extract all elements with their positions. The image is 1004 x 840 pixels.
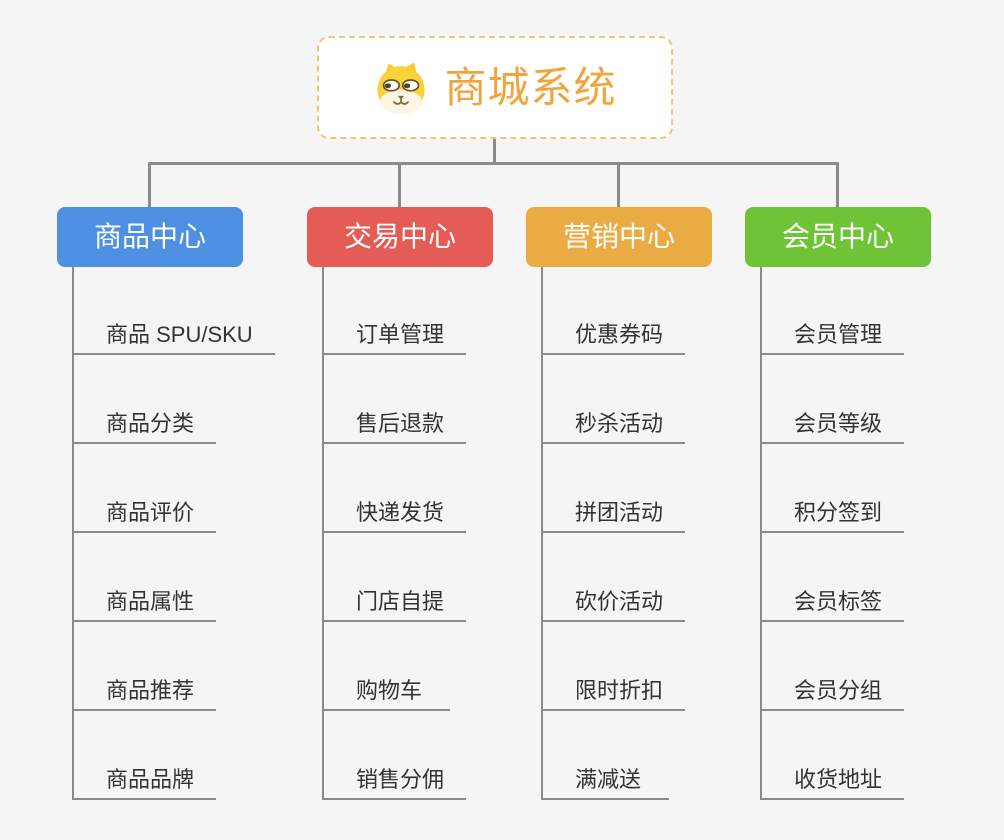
connector-drop-1 [148, 162, 151, 207]
child-node[interactable]: 会员标签 [760, 533, 905, 622]
connector-drop-4 [836, 162, 839, 207]
branch-label: 营销中心 [562, 221, 675, 252]
child-label: 会员等级 [794, 410, 883, 436]
child-label: 收货地址 [794, 766, 883, 792]
child-label: 商品属性 [106, 588, 195, 614]
child-node[interactable]: 商品属性 [72, 533, 217, 622]
child-label: 商品 SPU/SKU [106, 321, 253, 347]
child-node[interactable]: 商品 SPU/SKU [72, 267, 275, 355]
root-title: 商城系统 [444, 63, 617, 111]
child-label: 优惠券码 [575, 321, 664, 347]
child-label: 商品分类 [106, 410, 195, 436]
child-node[interactable]: 商品评价 [72, 444, 217, 533]
branch-marketing-center[interactable]: 营销中心 [526, 207, 712, 267]
branch-product-center[interactable]: 商品中心 [57, 207, 243, 267]
child-node[interactable]: 会员等级 [760, 355, 905, 444]
branch-product-children: 商品 SPU/SKU 商品分类 商品评价 商品属性 商品推荐 商品品牌 [72, 267, 275, 800]
child-node[interactable]: 商品品牌 [72, 711, 217, 800]
branch-member-center[interactable]: 会员中心 [745, 207, 931, 267]
child-node[interactable]: 积分签到 [760, 444, 905, 533]
child-label: 会员分组 [794, 677, 883, 703]
child-label: 限时折扣 [575, 677, 664, 703]
child-node[interactable]: 秒杀活动 [541, 355, 686, 444]
child-node[interactable]: 会员管理 [760, 267, 905, 355]
child-label: 会员管理 [794, 321, 883, 347]
branch-trade-children: 订单管理 售后退款 快递发货 门店自提 购物车 销售分佣 [322, 267, 467, 800]
shiba-dog-icon [377, 62, 426, 114]
branch-trade-center[interactable]: 交易中心 [307, 207, 493, 267]
child-label: 拼团活动 [575, 499, 664, 525]
child-node[interactable]: 优惠券码 [541, 267, 686, 355]
child-label: 门店自提 [356, 588, 445, 614]
child-node[interactable]: 满减送 [541, 711, 669, 800]
child-node[interactable]: 商品推荐 [72, 622, 217, 711]
branch-member-children: 会员管理 会员等级 积分签到 会员标签 会员分组 收货地址 [760, 267, 905, 800]
child-label: 秒杀活动 [575, 410, 664, 436]
child-label: 商品评价 [106, 499, 195, 525]
child-label: 积分签到 [794, 499, 883, 525]
child-label: 砍价活动 [575, 588, 664, 614]
connector-root-stub [493, 139, 496, 165]
child-label: 商品品牌 [106, 766, 195, 792]
connector-drop-2 [398, 162, 401, 207]
connector-drop-3 [617, 162, 620, 207]
child-label: 快递发货 [356, 499, 445, 525]
child-node[interactable]: 快递发货 [322, 444, 467, 533]
connector-rail [148, 162, 839, 165]
child-node[interactable]: 收货地址 [760, 711, 905, 800]
child-node[interactable]: 限时折扣 [541, 622, 686, 711]
branch-label: 交易中心 [343, 221, 456, 252]
child-label: 购物车 [356, 677, 423, 703]
child-node[interactable]: 砍价活动 [541, 533, 686, 622]
root-node[interactable]: 商城系统 [317, 36, 673, 139]
child-node[interactable]: 购物车 [322, 622, 450, 711]
child-label: 满减送 [575, 766, 642, 792]
child-label: 会员标签 [794, 588, 883, 614]
child-node[interactable]: 销售分佣 [322, 711, 467, 800]
child-label: 售后退款 [356, 410, 445, 436]
branch-label: 商品中心 [93, 221, 206, 252]
child-node[interactable]: 售后退款 [322, 355, 467, 444]
child-node[interactable]: 会员分组 [760, 622, 905, 711]
child-node[interactable]: 订单管理 [322, 267, 467, 355]
child-node[interactable]: 商品分类 [72, 355, 217, 444]
child-node[interactable]: 门店自提 [322, 533, 467, 622]
child-label: 订单管理 [356, 321, 445, 347]
branch-marketing-children: 优惠券码 秒杀活动 拼团活动 砍价活动 限时折扣 满减送 [541, 267, 686, 800]
branch-label: 会员中心 [781, 221, 894, 252]
child-node[interactable]: 拼团活动 [541, 444, 686, 533]
child-label: 商品推荐 [106, 677, 195, 703]
child-label: 销售分佣 [356, 766, 445, 792]
